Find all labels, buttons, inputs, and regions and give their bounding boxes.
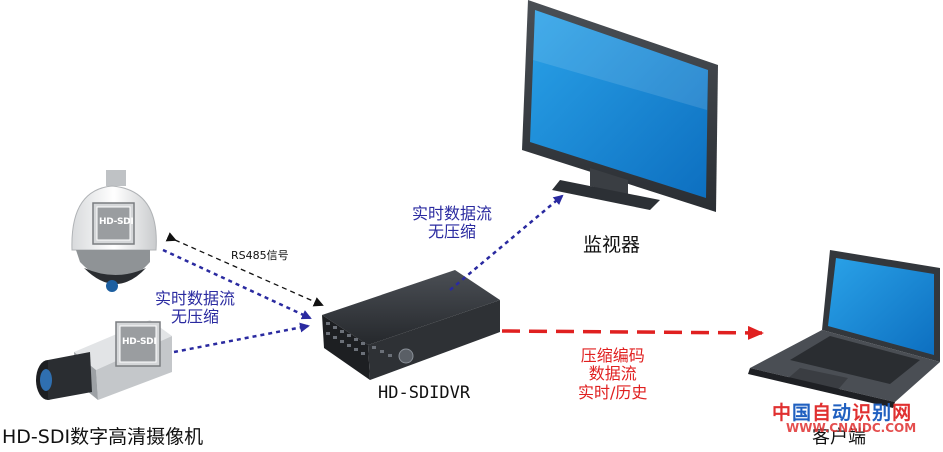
dvr-input-stream-line2: 无压缩 xyxy=(171,307,220,327)
dvr-front-buttons xyxy=(326,322,392,357)
watermark-url: WWW.CNAIDC.COM xyxy=(786,421,917,435)
dome-camera-icon xyxy=(71,170,157,292)
dvr-caption: HD-SDIDVR xyxy=(378,383,471,403)
rs485-label: RS485信号 xyxy=(231,249,289,262)
client-stream-line2: 数据流 xyxy=(588,364,637,384)
client-stream-line1: 压缩编码 xyxy=(580,346,645,365)
dvr-jog-dial xyxy=(398,348,414,364)
client-stream-label: 压缩编码 数据流 实时/历史 xyxy=(578,346,648,402)
monitor-stream-line2: 无压缩 xyxy=(428,222,477,242)
dvr-icon xyxy=(322,270,500,380)
monitor-icon xyxy=(522,0,718,212)
dvr-input-stream-line1: 实时数据流 xyxy=(155,289,236,308)
camera-group-caption: HD-SDI数字高清摄像机 xyxy=(2,426,204,448)
client-caption: 客户端 xyxy=(812,427,866,448)
dome-badge-text: HD-SDI xyxy=(99,217,134,227)
laptop-icon xyxy=(748,250,940,408)
monitor-stream-line1: 实时数据流 xyxy=(412,204,493,223)
watermark-char-4: 识 xyxy=(852,402,873,424)
monitor-caption: 监视器 xyxy=(583,234,641,256)
box-camera-icon xyxy=(36,320,172,400)
dvr-input-stream-label: 实时数据流 无压缩 xyxy=(155,289,236,327)
box-to-dvr-link xyxy=(173,322,310,354)
dvr-to-client-link xyxy=(501,325,764,340)
client-stream-line3: 实时/历史 xyxy=(578,382,648,402)
watermark-title: 中国自动识别网 xyxy=(772,398,912,425)
watermark-char-3: 动 xyxy=(832,402,853,424)
watermark-char-0: 中 xyxy=(772,402,793,424)
watermark-char-1: 国 xyxy=(792,402,813,424)
dvr-to-monitor-link xyxy=(449,194,564,291)
dome-to-dvr-link xyxy=(162,248,312,320)
box-badge-text: HD-SDI xyxy=(122,337,157,347)
watermark-char-2: 自 xyxy=(812,402,833,424)
watermark-char-5: 别 xyxy=(872,402,893,424)
monitor-stream-label: 实时数据流 无压缩 xyxy=(412,204,493,242)
watermark-char-6: 网 xyxy=(892,402,913,424)
